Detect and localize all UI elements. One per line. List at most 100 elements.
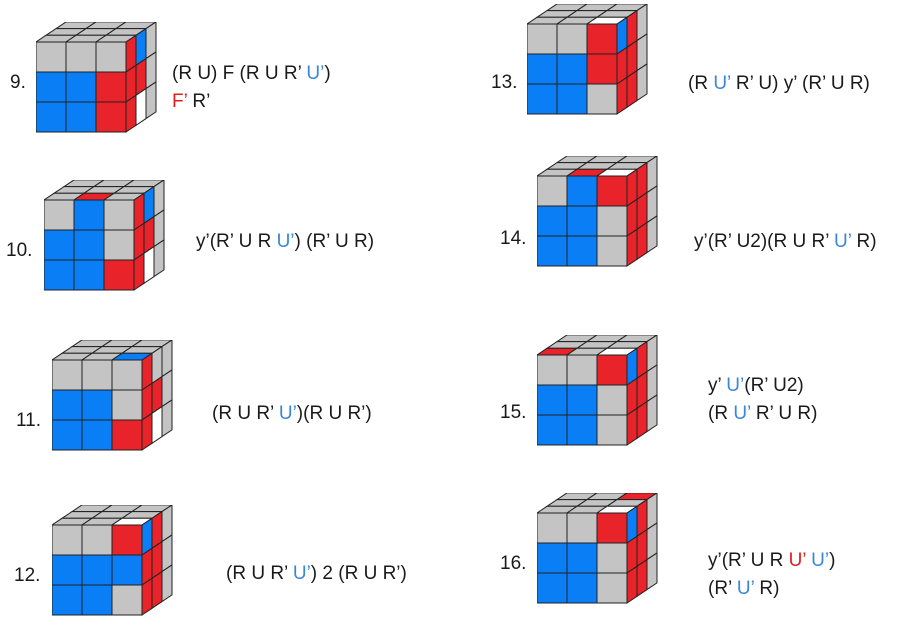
- right-sticker-r: [626, 565, 638, 604]
- algorithm-line: y’(R’ U R U’) (R’ U R): [196, 228, 374, 256]
- move-text: R): [754, 578, 780, 599]
- right-sticker-w: [151, 405, 163, 445]
- front-sticker-b: [44, 259, 75, 291]
- move-text: ): [324, 63, 331, 84]
- front-sticker-g: [52, 359, 83, 391]
- right-sticker-g: [161, 563, 173, 603]
- front-sticker-b: [65, 71, 97, 103]
- front-sticker-g: [52, 524, 83, 556]
- move-text: (R U R’: [212, 403, 279, 424]
- front-sticker-b: [81, 554, 113, 586]
- cube-diagram-9: [36, 22, 157, 133]
- right-sticker-r: [636, 400, 648, 440]
- move-text: )(R U R’): [296, 403, 372, 424]
- front-sticker-g: [566, 512, 598, 544]
- algorithm-text: y’ U’(R’ U2)(R U’ R’ U R): [708, 372, 817, 428]
- front-sticker-b: [52, 584, 83, 616]
- front-sticker-r: [586, 23, 618, 55]
- right-sticker-r: [626, 407, 638, 446]
- front-sticker-r: [111, 419, 143, 451]
- front-sticker-b: [537, 572, 568, 604]
- move-text: y’: [708, 375, 727, 396]
- algorithm-line: (R U R’ U’)(R U R’): [212, 400, 372, 428]
- move-text: ) 2 (R U R’): [310, 563, 407, 584]
- right-sticker-r: [141, 577, 153, 616]
- front-sticker-g: [596, 572, 628, 604]
- front-sticker-g: [527, 23, 558, 55]
- front-sticker-g: [103, 199, 135, 231]
- front-sticker-b: [566, 175, 598, 207]
- front-sticker-b: [537, 414, 568, 446]
- front-sticker-r: [596, 512, 628, 544]
- right-sticker-g: [646, 393, 658, 433]
- move-red: U’: [788, 550, 806, 571]
- cube-diagram-14: [537, 156, 658, 267]
- move-text: R’: [187, 91, 211, 112]
- algorithm-line: y’ U’(R’ U2): [708, 372, 817, 400]
- front-sticker-b: [36, 101, 67, 133]
- front-sticker-r: [596, 175, 628, 207]
- cube-diagram-16: [537, 493, 658, 604]
- algorithm-line: (R U’ R’ U R): [708, 400, 817, 428]
- algorithm-line: y’(R’ U2)(R U R’ U’ R): [694, 228, 877, 256]
- cube-diagram-11: [52, 340, 173, 451]
- front-sticker-b: [73, 199, 105, 231]
- front-sticker-b: [73, 229, 105, 261]
- right-sticker-w: [143, 245, 155, 285]
- front-sticker-b: [566, 542, 598, 574]
- front-sticker-g: [566, 354, 598, 386]
- front-sticker-r: [586, 53, 618, 85]
- front-sticker-b: [556, 83, 588, 115]
- front-sticker-b: [566, 572, 598, 604]
- front-sticker-b: [537, 205, 568, 237]
- right-sticker-w: [135, 87, 147, 127]
- front-sticker-g: [111, 584, 143, 616]
- front-sticker-g: [95, 41, 127, 73]
- case-number: 11.: [16, 410, 42, 431]
- move-blue: U’: [292, 563, 311, 584]
- right-sticker-g: [161, 398, 173, 438]
- move-text: ) (R’ U R): [294, 231, 375, 252]
- move-text: (R’ U2): [744, 375, 804, 396]
- front-sticker-g: [586, 83, 618, 115]
- move-blue: U’: [278, 403, 297, 424]
- front-sticker-b: [81, 419, 113, 451]
- cube-diagram-10: [44, 180, 165, 291]
- case-number: 9.: [10, 72, 26, 93]
- right-sticker-r: [626, 69, 638, 109]
- algorithm-text: (R U R’ U’)(R U R’): [212, 400, 372, 428]
- front-sticker-b: [537, 542, 568, 574]
- move-blue: U’: [834, 231, 852, 252]
- front-sticker-g: [556, 23, 588, 55]
- algorithm-line: F’ R’: [172, 88, 331, 116]
- front-sticker-r: [95, 101, 127, 133]
- algorithm-line: (R U’ R’ U) y’ (R’ U R): [688, 70, 870, 98]
- front-sticker-b: [537, 384, 568, 416]
- front-sticker-g: [65, 41, 97, 73]
- front-sticker-b: [44, 229, 75, 261]
- algorithm-line: (R U R’ U’) 2 (R U R’): [226, 560, 407, 588]
- front-sticker-g: [36, 41, 67, 73]
- move-blue: U’: [733, 403, 751, 424]
- right-sticker-g: [636, 62, 648, 102]
- cube-diagram-12: [52, 505, 173, 616]
- front-sticker-g: [81, 524, 113, 556]
- front-sticker-g: [537, 175, 568, 207]
- right-sticker-r: [626, 228, 638, 267]
- move-text: ): [829, 550, 836, 571]
- move-red: F’: [172, 91, 188, 112]
- move-blue: U’: [276, 231, 295, 252]
- front-sticker-b: [537, 235, 568, 267]
- front-sticker-r: [95, 71, 127, 103]
- front-sticker-g: [537, 512, 568, 544]
- front-sticker-g: [111, 359, 143, 391]
- algorithm-text: y’(R’ U R U’) (R’ U R): [196, 228, 374, 256]
- move-text: y’(R’ U2)(R U R’: [694, 231, 835, 252]
- front-sticker-b: [65, 101, 97, 133]
- move-text: R’ U R): [750, 403, 818, 424]
- right-sticker-g: [153, 238, 165, 278]
- right-sticker-r: [151, 570, 163, 610]
- move-text: y’(R’ U R: [196, 231, 277, 252]
- right-sticker-r: [141, 412, 153, 451]
- algorithm-text: (R U R’ U’) 2 (R U R’): [226, 560, 407, 588]
